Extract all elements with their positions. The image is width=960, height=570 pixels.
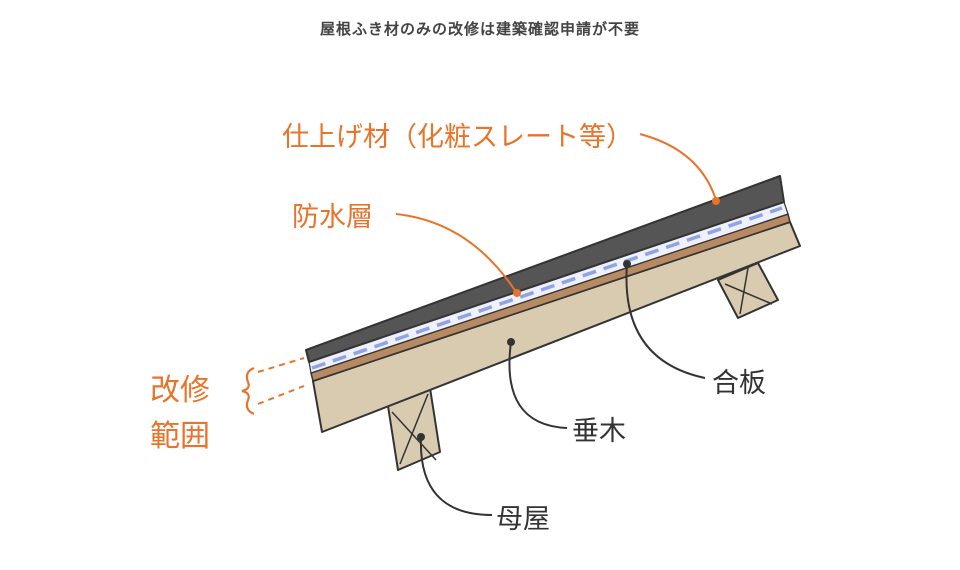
leader-waterproof — [395, 213, 517, 293]
range-dash-top — [257, 357, 305, 373]
diagram-title: 屋根ふき材のみの改修は建築確認申請が不要 — [319, 20, 640, 38]
plywood-layer — [310, 213, 791, 382]
label-waterproof: 防水層 — [292, 202, 373, 233]
leader-plywood — [625, 263, 706, 379]
purlin-left — [387, 387, 441, 471]
leader-purlin — [419, 436, 493, 516]
label-range-line1: 改修 — [150, 373, 210, 408]
label-finish: 仕上げ材（化粧スレート等） — [282, 122, 633, 153]
label-rafter: 垂木 — [572, 416, 626, 447]
leader-dot-finish — [712, 197, 720, 205]
finish-slate-layer — [305, 175, 785, 363]
purlin-right — [717, 262, 779, 319]
range-brace — [241, 366, 255, 416]
range-dash-bottom — [257, 385, 305, 405]
leader-finish — [639, 133, 717, 201]
waterproof-dash-line — [311, 206, 783, 370]
label-range-line2: 範囲 — [150, 419, 210, 454]
leader-rafter — [508, 341, 568, 429]
label-plywood: 合板 — [712, 368, 766, 399]
leader-dot-waterproof — [513, 289, 521, 297]
label-purlin: 母屋 — [496, 504, 550, 535]
